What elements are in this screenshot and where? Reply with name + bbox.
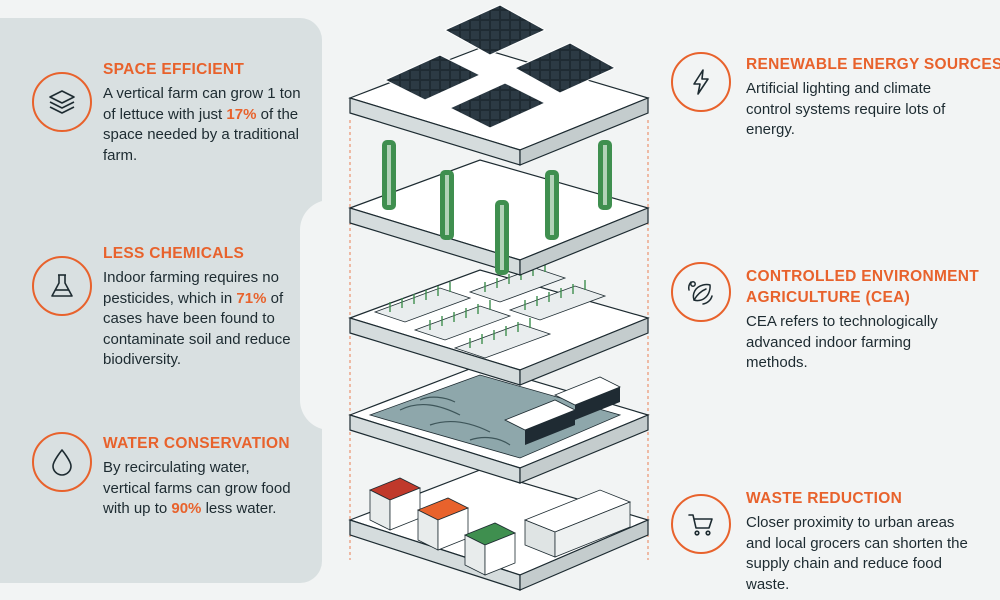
- feature-body: A vertical farm can grow 1 ton of lettuc…: [103, 85, 301, 164]
- flask-icon: [32, 256, 92, 316]
- layers-icon: [32, 72, 92, 132]
- feature-body: Artificial lighting and climate control …: [746, 80, 946, 138]
- aquaponics-level: [348, 364, 650, 484]
- feature-title: WATER CONSERVATION: [103, 435, 290, 452]
- feature-title: LESS CHEMICALS: [103, 245, 245, 262]
- market-level: [348, 469, 650, 591]
- feature-body: Closer proximity to urban areas and loca…: [746, 514, 968, 593]
- cart-icon: [671, 494, 731, 554]
- feature-title: RENEWABLE ENERGY SOURCES: [746, 56, 1000, 73]
- feature-title: WASTE REDUCTION: [746, 490, 903, 507]
- water-drop-icon: [32, 432, 92, 492]
- feature-title-line: CONTROLLED ENVIRONMENT: [746, 268, 980, 285]
- tower-level: [348, 140, 650, 276]
- feature-title-line: AGRICULTURE (CEA): [746, 289, 911, 306]
- lightning-icon: [671, 52, 731, 112]
- roof-level: [348, 4, 650, 166]
- feature-body: By recirculating water, vertical farms c…: [103, 459, 291, 517]
- leaf-gear-icon: [671, 262, 731, 322]
- vertical-farm-illustration: [348, 4, 650, 591]
- feature-body: Indoor farming requires no pesticides, w…: [103, 269, 291, 368]
- feature-title: CONTROLLED ENVIRONMENT AGRICULTURE (CEA): [746, 266, 979, 308]
- feature-body: CEA refers to technologically advanced i…: [746, 313, 938, 371]
- grow-tray-level: [348, 262, 650, 386]
- feature-title: SPACE EFFICIENT: [103, 61, 245, 78]
